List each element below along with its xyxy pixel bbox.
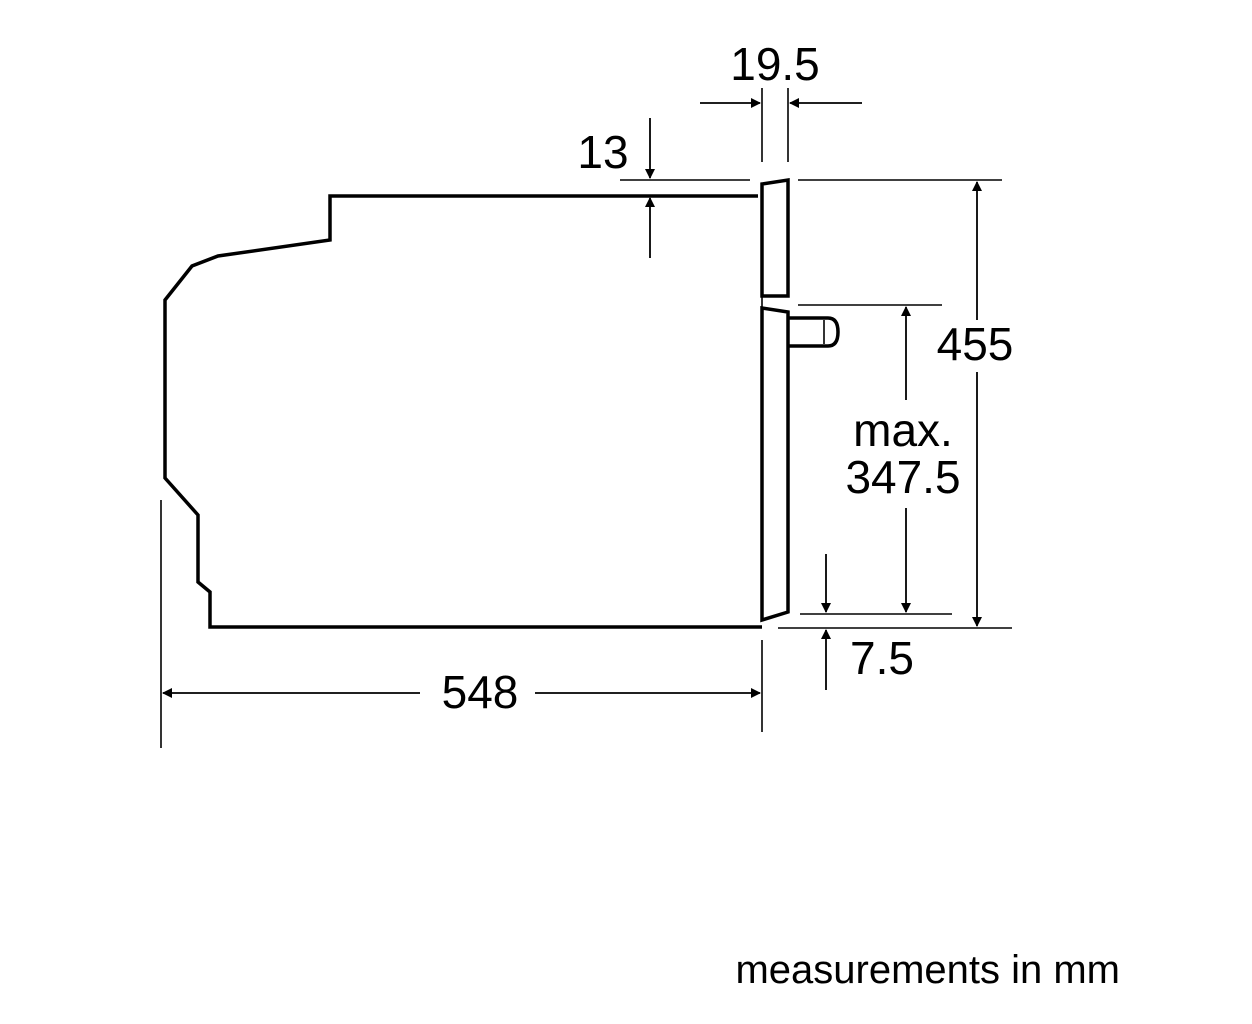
- oven-body-outline: [163, 194, 762, 629]
- units-note: measurements in mm: [735, 948, 1120, 992]
- thickness-label: 19.5: [730, 38, 820, 90]
- front-panel-door: [760, 305, 790, 623]
- max-value: 347.5: [845, 451, 960, 503]
- height-label: 455: [937, 318, 1014, 370]
- knob: [788, 316, 840, 348]
- depth-label: 548: [442, 666, 519, 718]
- max-label: max.: [853, 404, 953, 456]
- top-offset-label: 13: [577, 126, 628, 178]
- bottom-offset-label: 7.5: [850, 632, 914, 684]
- front-panel-upper: [760, 177, 790, 298]
